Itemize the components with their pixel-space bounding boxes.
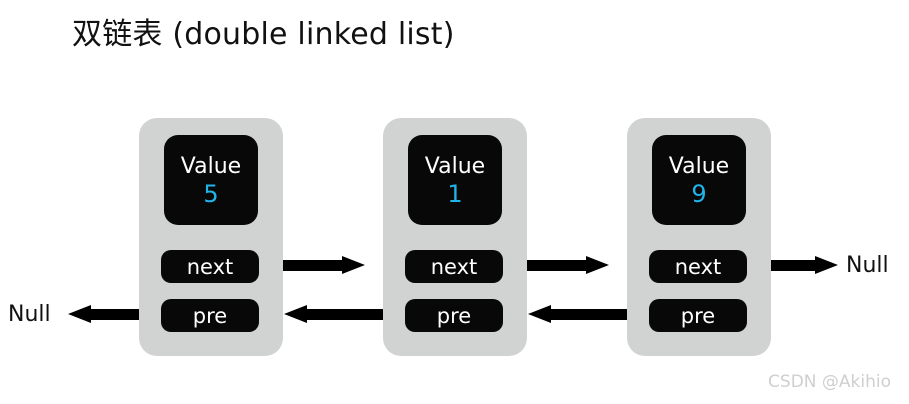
arrow-head-left: [528, 305, 551, 323]
page-title: 双链表 (double linked list): [72, 17, 455, 52]
pre-arrow-node-2: [284, 305, 414, 323]
watermark: CSDN @Akihio: [768, 372, 891, 392]
pre-pointer-field[interactable]: pre: [405, 299, 503, 332]
value-box: Value 5: [164, 135, 258, 225]
value-label: Value: [180, 154, 242, 179]
pre-pointer-field[interactable]: pre: [161, 299, 259, 332]
pre-pointer-field[interactable]: pre: [649, 299, 747, 332]
arrow-head-right: [586, 256, 609, 274]
tail-null-label: Null: [846, 253, 889, 278]
value-label: Value: [424, 154, 486, 179]
value-number: 1: [447, 180, 463, 208]
arrow-head-right: [342, 256, 365, 274]
pre-arrow-node-1-null: [68, 305, 178, 323]
value-label: Value: [668, 154, 730, 179]
arrow-shaft: [88, 309, 178, 320]
next-pointer-field[interactable]: next: [161, 250, 259, 283]
next-arrow-node-1: [253, 256, 365, 274]
pre-arrow-node-3: [528, 305, 658, 323]
arrow-shaft: [253, 260, 345, 271]
list-node-3[interactable]: Value 9 next pre: [627, 118, 771, 356]
value-box: Value 9: [652, 135, 746, 225]
arrow-head-right: [815, 256, 838, 274]
value-number: 5: [203, 180, 219, 208]
arrow-shaft: [497, 260, 589, 271]
next-pointer-field[interactable]: next: [405, 250, 503, 283]
arrow-head-left: [284, 305, 307, 323]
value-number: 9: [691, 180, 707, 208]
list-node-1[interactable]: Value 5 next pre: [139, 118, 283, 356]
head-null-label: Null: [8, 302, 51, 327]
list-node-2[interactable]: Value 1 next pre: [383, 118, 527, 356]
next-pointer-field[interactable]: next: [649, 250, 747, 283]
arrow-shaft: [548, 309, 658, 320]
arrow-shaft: [740, 260, 818, 271]
value-box: Value 1: [408, 135, 502, 225]
arrow-shaft: [304, 309, 414, 320]
next-arrow-node-2: [497, 256, 609, 274]
arrow-head-left: [68, 305, 91, 323]
next-arrow-node-3-null: [740, 256, 838, 274]
